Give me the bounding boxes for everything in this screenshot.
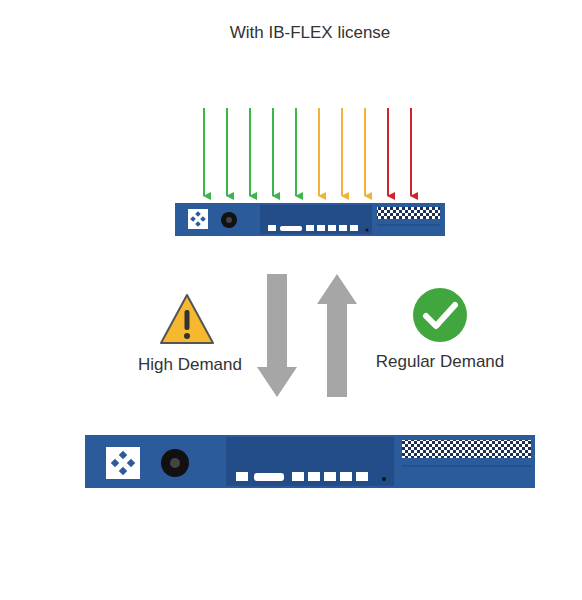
check-icon	[413, 288, 467, 342]
brand-label: Infoblox	[298, 437, 323, 444]
demand-arrow	[257, 274, 297, 397]
appliance-box: Infoblox	[85, 435, 535, 488]
brand-label: Infoblox	[304, 205, 325, 211]
green-arrow	[226, 108, 228, 196]
diagram-title: With IB-FLEX license	[230, 23, 391, 43]
edge-label: High Demand	[138, 355, 242, 375]
appliance-box: Infoblox	[175, 203, 445, 236]
red-arrow	[387, 108, 389, 196]
orange-arrow	[318, 108, 320, 196]
green-arrow	[272, 108, 274, 196]
demand-arrow	[317, 274, 357, 397]
demand-arrows	[204, 108, 411, 196]
orange-arrow	[364, 108, 366, 196]
warning-icon	[161, 295, 213, 343]
green-arrow	[203, 108, 205, 196]
red-arrow	[410, 108, 412, 196]
green-arrow	[295, 108, 297, 196]
orange-arrow	[341, 108, 343, 196]
edge-label: Regular Demand	[376, 352, 505, 372]
green-arrow	[249, 108, 251, 196]
